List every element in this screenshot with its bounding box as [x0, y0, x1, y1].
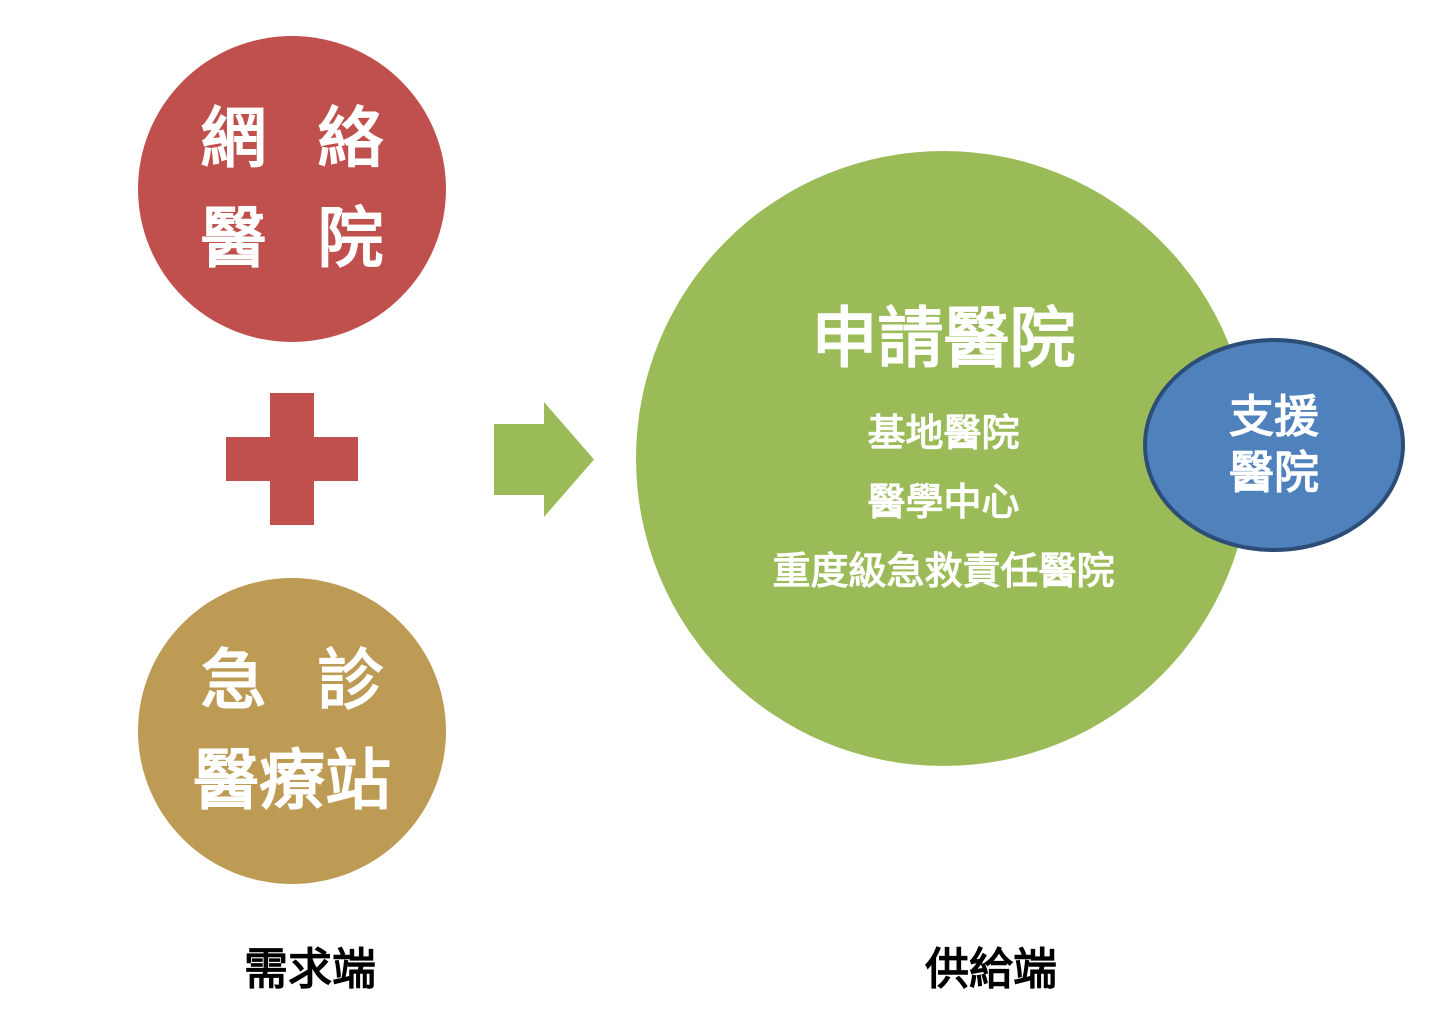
emergency-station-circle: 急 診 醫療站 — [138, 578, 446, 884]
applicant-hospital-title: 申請醫院 — [811, 300, 1076, 377]
right-arrow-icon — [494, 402, 594, 517]
right-arrow-shape — [494, 402, 594, 517]
applicant-item-emergency-responsible-hospital: 重度級急救責任醫院 — [772, 549, 1115, 593]
supply-side-label: 供給端 — [925, 944, 1057, 995]
demand-side-label: 需求端 — [244, 944, 376, 995]
support-hospital-line-2: 醫院 — [1228, 446, 1319, 499]
emergency-station-line-2: 醫療站 — [193, 742, 391, 819]
network-hospital-line-2: 醫 院 — [200, 200, 398, 277]
network-hospital-line-1: 網 絡 — [200, 100, 398, 177]
support-hospital-circle: 支援 醫院 — [1143, 338, 1405, 552]
network-hospital-circle: 網 絡 醫 院 — [138, 36, 446, 342]
emergency-station-line-1: 急 診 — [200, 642, 398, 719]
applicant-item-base-hospital: 基地醫院 — [867, 411, 1020, 455]
plus-icon-horizontal-bar — [226, 437, 358, 481]
applicant-item-medical-center: 醫學中心 — [867, 480, 1020, 524]
support-hospital-line-1: 支援 — [1228, 390, 1319, 443]
